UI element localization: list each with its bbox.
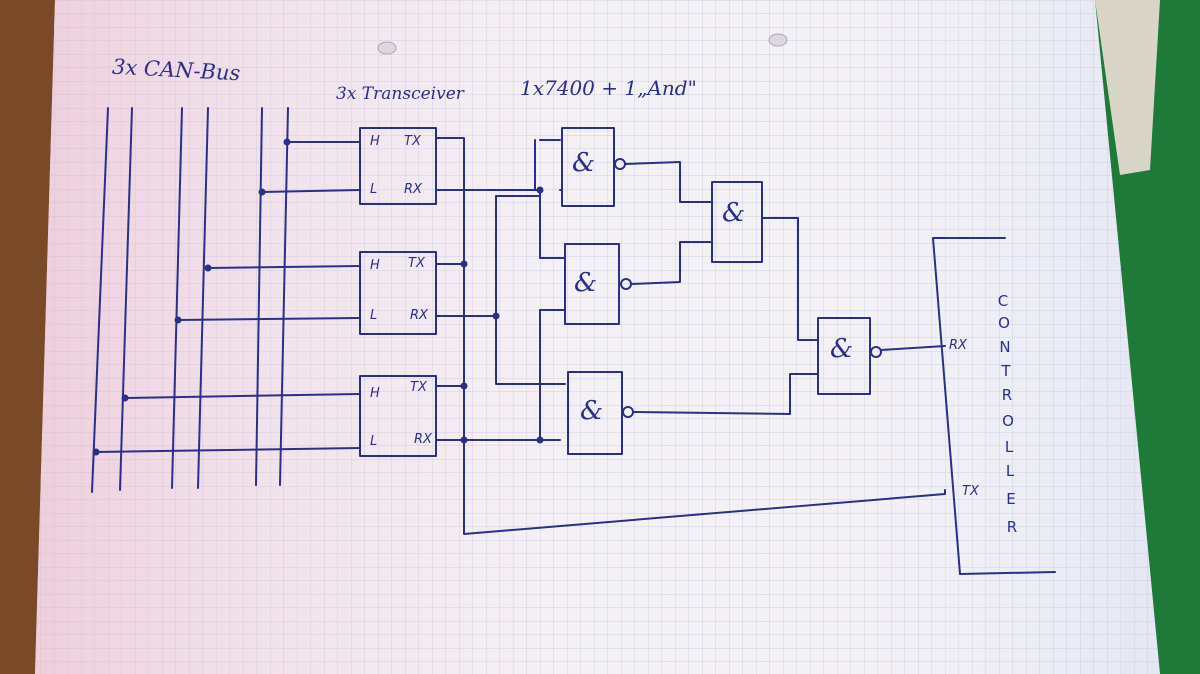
gate-1-symbol: & bbox=[572, 148, 596, 178]
transceiver-2 bbox=[359, 251, 437, 335]
punch-hole bbox=[768, 33, 788, 47]
bus-wires bbox=[95, 141, 361, 453]
controller-letter: O bbox=[998, 314, 1010, 332]
transceiver-2-pin-tx: TX bbox=[408, 256, 425, 271]
controller-pin-rx: RX bbox=[949, 338, 967, 353]
controller-letter: R bbox=[1006, 518, 1018, 536]
and-output-bubble bbox=[870, 346, 882, 358]
logic-title: 1x7400 + 1„And" bbox=[520, 76, 697, 100]
transceiver-2-pin-l: L bbox=[370, 308, 378, 323]
and-gate bbox=[817, 317, 871, 395]
transceiver-title: 3x Transceiver bbox=[336, 84, 464, 104]
controller-letter: C bbox=[997, 292, 1009, 310]
controller-letter: E bbox=[1006, 490, 1016, 508]
controller-letter: L bbox=[1004, 438, 1014, 456]
transceiver-2-pin-rx: RX bbox=[410, 308, 428, 323]
transceiver-1-pin-h: H bbox=[370, 134, 380, 149]
nand-gate-3 bbox=[567, 371, 623, 455]
gate-4-symbol: & bbox=[722, 198, 746, 228]
controller-pin-tx: TX bbox=[962, 484, 979, 499]
nand-gate-4 bbox=[711, 181, 763, 263]
nand-gate-1 bbox=[561, 127, 615, 207]
transceiver-3-pin-h: H bbox=[370, 386, 380, 401]
transceiver-1 bbox=[359, 127, 437, 205]
and-gate-symbol: & bbox=[830, 334, 854, 364]
can-bus-lines bbox=[91, 107, 289, 493]
controller-letter: T bbox=[1001, 362, 1011, 380]
transceiver-1-pin-rx: RX bbox=[404, 182, 422, 197]
gate-2-symbol: & bbox=[574, 268, 598, 298]
controller-letter: O bbox=[1002, 412, 1014, 430]
transceiver-1-pin-l: L bbox=[370, 182, 378, 197]
transceiver-3-pin-tx: TX bbox=[410, 380, 427, 395]
controller-letter: N bbox=[999, 338, 1011, 356]
controller-box bbox=[932, 237, 1056, 575]
punch-hole bbox=[377, 41, 397, 55]
transceiver-1-pin-tx: TX bbox=[404, 134, 421, 149]
gate-3-symbol: & bbox=[580, 396, 604, 426]
nand-gate-2 bbox=[564, 243, 620, 325]
transceiver-3-pin-rx: RX bbox=[414, 432, 432, 447]
controller-letter: R bbox=[1001, 386, 1013, 404]
controller-letter: L bbox=[1005, 462, 1015, 480]
junction-dots bbox=[92, 138, 544, 456]
tx-common-line bbox=[435, 137, 946, 535]
green-folder bbox=[1085, 0, 1200, 674]
transceiver-2-pin-h: H bbox=[370, 258, 380, 273]
transceiver-3-pin-l: L bbox=[370, 434, 378, 449]
paper-corner bbox=[1095, 0, 1160, 175]
transceiver-3 bbox=[359, 375, 437, 457]
